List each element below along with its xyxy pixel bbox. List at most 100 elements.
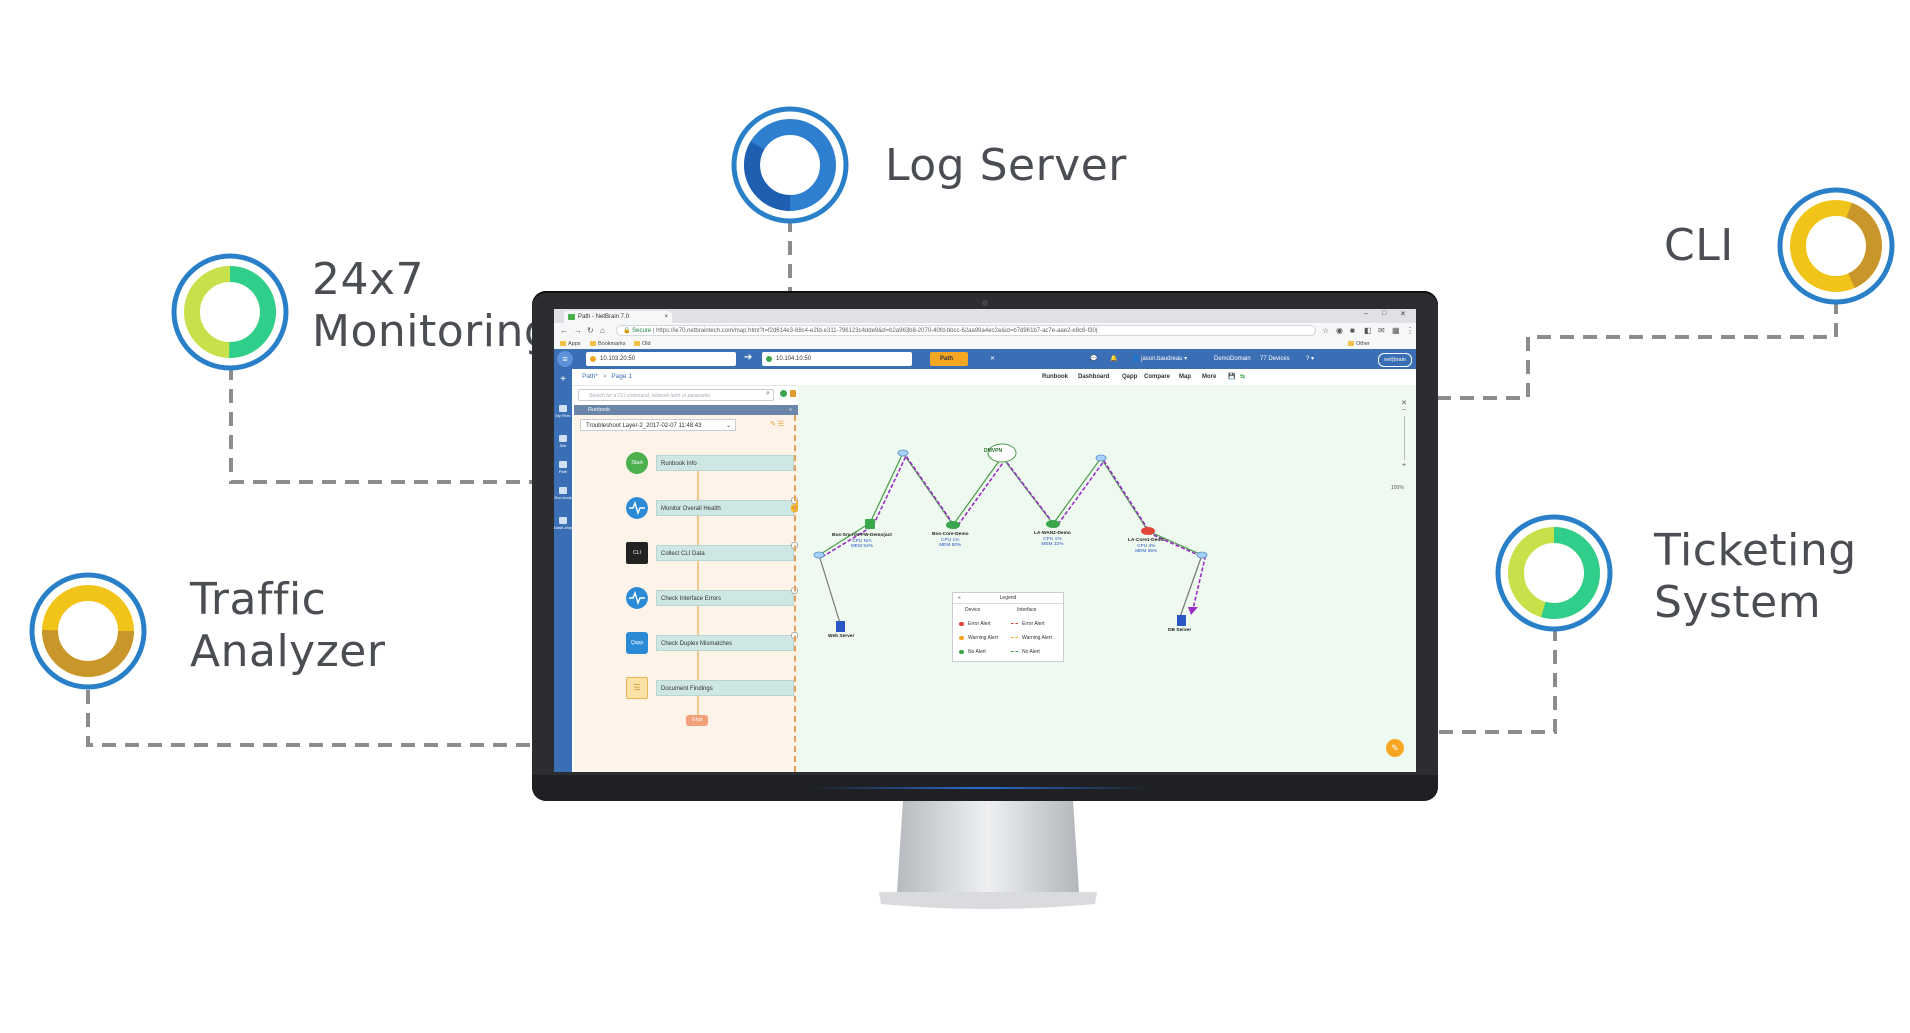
rail-site[interactable]: Site — [554, 435, 572, 448]
traffic-analyzer-label: Traffic Analyzer — [190, 574, 385, 678]
device-count[interactable]: 77 Devices — [1260, 356, 1290, 362]
extension-icon[interactable]: ◧ — [1364, 326, 1372, 335]
zoom-level: 100% — [1391, 485, 1404, 491]
collapse-icon[interactable]: « — [788, 407, 792, 413]
home-icon[interactable]: ⌂ — [600, 326, 605, 335]
zoom-slider[interactable] — [1403, 416, 1405, 460]
kebab-menu-icon[interactable]: ⋮ — [1406, 326, 1414, 335]
breadcrumb-path[interactable]: Path* — [582, 373, 598, 380]
reload-icon[interactable]: ↻ — [587, 326, 594, 335]
tab-close-icon[interactable]: × — [664, 314, 668, 320]
share-icon[interactable]: ⇆ — [1240, 374, 1246, 380]
extension-icon[interactable]: ✉ — [1378, 326, 1385, 335]
browser-tab[interactable]: Path - NetBrain 7.0 × — [564, 311, 672, 323]
runbook-step[interactable]: Start Runbook Info — [626, 452, 794, 474]
dest-ip-input[interactable]: 10.104.10.50 — [762, 352, 912, 366]
user-menu[interactable]: 👤 jason.baudreau ▾ — [1132, 356, 1188, 362]
monitoring-label-line2: Monitoring — [312, 306, 553, 357]
extension-icon[interactable]: ■ — [1350, 326, 1355, 335]
star-icon[interactable]: ☆ — [1322, 326, 1330, 335]
bookmark-apps[interactable]: Apps — [560, 339, 581, 349]
bookmark-old[interactable]: Old Bookmarks — [634, 339, 670, 357]
apps-icon — [560, 341, 566, 347]
runbook-step[interactable]: Check Interface Errors — [626, 587, 798, 609]
rail-my-files[interactable]: My Files — [554, 405, 572, 418]
runbook-step[interactable]: CLI Collect CLI Data — [626, 542, 798, 564]
bookmark-bookmarks[interactable]: Bookmarks — [590, 339, 626, 349]
save-icon[interactable]: 💾 — [1228, 374, 1236, 380]
search-input[interactable]: Search for a CLI command, network term o… — [578, 389, 774, 401]
extension-icon[interactable]: ▦ — [1392, 326, 1400, 335]
runbook-step-label: Collect CLI Data — [656, 545, 794, 561]
runbook-select[interactable]: Troubleshoot Layer-2_2017-02-07 11:48:43… — [580, 419, 736, 431]
tab-map[interactable]: Map — [1179, 374, 1191, 380]
forward-icon[interactable]: → — [574, 326, 582, 335]
runbook-step[interactable]: ☰ Document Findings — [626, 677, 794, 699]
runbook-step[interactable]: Qapp Check Duplex Mismatches — [626, 632, 798, 654]
rail-path[interactable]: Path — [554, 461, 572, 474]
tab-runbook[interactable]: Runbook — [1042, 374, 1068, 380]
tab-compare[interactable]: Compare — [1144, 374, 1171, 380]
runbook-step[interactable]: Monitor Overall Health ☝ — [626, 497, 802, 519]
chat-icon[interactable]: 💬 — [1090, 356, 1098, 362]
close-icon[interactable]: ✕ — [1401, 400, 1407, 407]
zoom-in-icon[interactable]: + — [1401, 462, 1407, 469]
chevron-down-icon: ⌄ — [725, 423, 731, 429]
db-server-label[interactable]: DB Server — [1168, 628, 1192, 633]
back-icon[interactable]: ← — [560, 326, 568, 335]
folder-icon — [1348, 341, 1354, 347]
runbook-header: Runbook « — [574, 405, 798, 415]
lock-icon: 🔒 — [623, 328, 633, 334]
extension-icon[interactable]: ◉ — [1336, 326, 1343, 335]
ticketing-label: Ticketing System — [1654, 525, 1857, 629]
collapse-icon[interactable]: « — [958, 595, 961, 601]
tab-more[interactable]: More — [1202, 374, 1217, 380]
help-icon[interactable]: ? ▾ — [1306, 356, 1315, 362]
map-toolbar: Runbook Dashboard Qapp Compare Map More … — [798, 369, 1416, 385]
error-alert-icon — [959, 621, 964, 626]
monitor-stand — [879, 800, 1097, 909]
folder-icon — [559, 405, 567, 412]
add-icon[interactable]: + — [560, 374, 566, 385]
web-server-label[interactable]: Web Server — [828, 634, 855, 639]
minimize-icon[interactable]: – — [1364, 310, 1368, 317]
tab-qapp[interactable]: Qapp — [1122, 374, 1138, 380]
url-input[interactable]: 🔒 Secure | https://ie70.netbraintech.com… — [616, 325, 1316, 336]
note-icon[interactable] — [790, 390, 796, 397]
qapp-icon[interactable] — [780, 390, 787, 397]
end-node[interactable]: End — [686, 715, 708, 726]
qapp-icon: Qapp — [626, 632, 648, 654]
runbook-tools[interactable]: ✎ ☰ — [770, 421, 785, 428]
main-menu-icon[interactable]: ≡ — [557, 351, 573, 367]
dest-ip-value: 10.104.10.50 — [776, 356, 812, 362]
tab-dashboard[interactable]: Dashboard — [1078, 374, 1110, 380]
breadcrumb: Path* > Page 1 — [572, 369, 798, 386]
breadcrumb-page[interactable]: Page 1 — [611, 373, 632, 380]
terminal-icon: CLI — [626, 542, 648, 564]
rail-dashchip[interactable]: Dash-chip — [554, 517, 572, 530]
ticketing-label-line1: Ticketing — [1654, 525, 1857, 576]
domain-selector[interactable]: DemoDomain — [1214, 356, 1251, 362]
path-button[interactable]: Path — [930, 352, 968, 366]
zoom-out-icon[interactable]: − — [1401, 407, 1407, 414]
server-icon — [1177, 615, 1186, 626]
maximize-icon[interactable]: □ — [1382, 310, 1387, 317]
monitoring-label-line1: 24x7 — [312, 254, 425, 305]
source-ip-input[interactable]: 10.103.20.50 — [586, 352, 736, 366]
window-close-icon[interactable]: ✕ — [1400, 311, 1406, 318]
close-path-icon[interactable]: ✕ — [990, 356, 996, 362]
other-bookmarks[interactable]: Other bookmarks — [1348, 339, 1383, 357]
rail-runbook[interactable]: Run-book — [554, 487, 572, 500]
search-icon[interactable]: ⌕ — [766, 390, 770, 397]
panel-splitter[interactable] — [794, 415, 796, 772]
site-icon — [559, 435, 567, 442]
bell-icon[interactable]: 🔔 — [1110, 356, 1118, 362]
path-arrow-icon: ➔ — [744, 352, 753, 363]
edit-fab-icon[interactable]: ✎ — [1386, 739, 1404, 757]
